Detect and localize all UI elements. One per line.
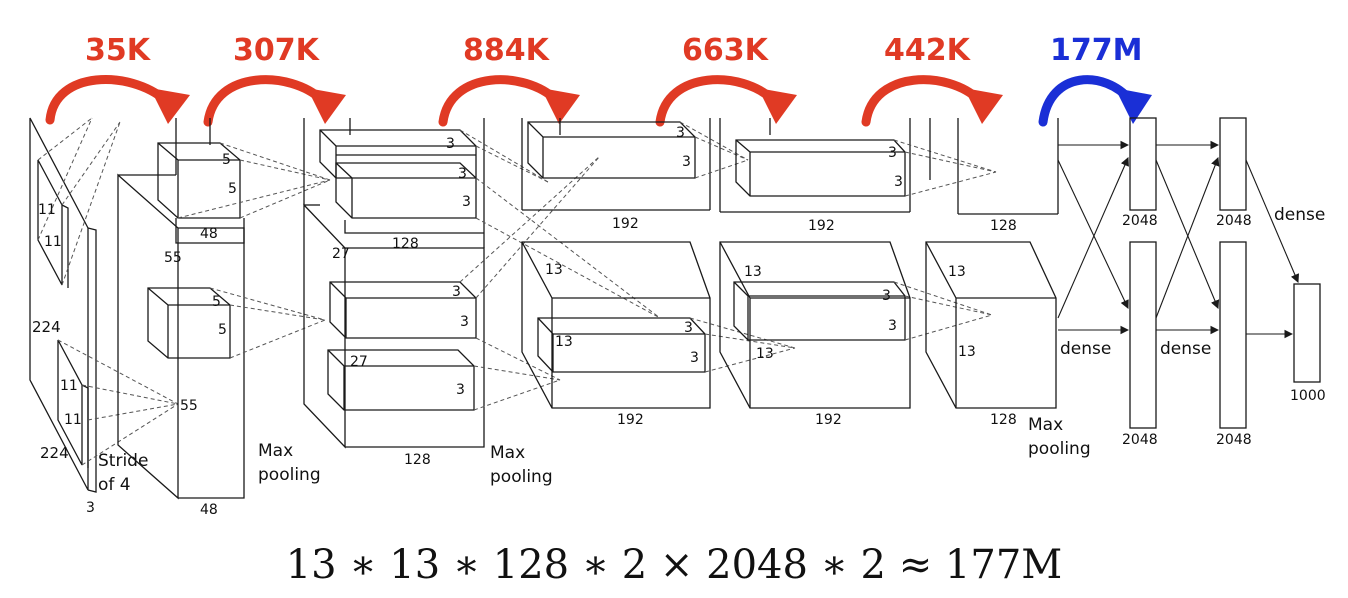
param-formula: 13 ∗ 13 ∗ 128 ∗ 2 × 2048 ∗ 2 ≈ 177M — [286, 542, 1063, 588]
conv1-pool-2: pooling — [258, 465, 321, 485]
conv2-kernel-f: 3 — [456, 382, 465, 398]
conv3-kernel-b: 3 — [682, 154, 691, 170]
output-size: 1000 — [1290, 388, 1326, 404]
input-stride: Stride — [98, 451, 148, 471]
param-arrowhead-1 — [150, 88, 190, 124]
param-arrowhead-6 — [1115, 88, 1152, 124]
param-arrowhead-3 — [541, 88, 580, 124]
conv4-kernel-a: 3 — [888, 145, 897, 161]
conv4-size: 13 — [744, 264, 762, 280]
conv4-connections — [893, 139, 997, 341]
param-arrowhead-4 — [758, 88, 797, 124]
param-arrow-3 — [438, 75, 561, 127]
param-arrowhead-5 — [964, 88, 1003, 124]
conv1-kernel-c: 5 — [212, 294, 221, 310]
fc1-bottom — [1129, 241, 1157, 429]
conv1-kernel-b: 5 — [228, 181, 237, 197]
conv5-size-2: 13 — [958, 344, 976, 360]
fc1-top-size: 2048 — [1122, 213, 1158, 229]
conv4-kernel-d: 3 — [888, 318, 897, 334]
input-kernel-d: 11 — [64, 412, 82, 428]
conv5-layer: 13 13 128 128 Max pooling — [925, 118, 1091, 459]
conv4-kernel-b: 3 — [894, 174, 903, 190]
fc2-top-size: 2048 — [1216, 213, 1252, 229]
conv5-pool: Max — [1028, 415, 1063, 435]
conv5-pool-2: pooling — [1028, 439, 1091, 459]
conv2-size: 27 — [332, 246, 350, 262]
conv4-size-2: 13 — [756, 346, 774, 362]
input-size-w: 224 — [40, 444, 69, 462]
conv2-depth: 128 — [404, 452, 431, 468]
param-count-6: 177M — [1050, 33, 1142, 68]
conv1-kernel-d: 5 — [218, 322, 227, 338]
dense-label-2: dense — [1160, 339, 1211, 359]
param-arrow-5 — [861, 75, 984, 127]
param-count-4: 663K — [682, 33, 770, 68]
conv2-kernel-c: 3 — [462, 194, 471, 210]
input-kernel-b: 11 — [44, 234, 62, 250]
conv5-size: 13 — [948, 264, 966, 280]
input-connections — [37, 117, 179, 466]
conv3-size-2: 13 — [555, 334, 573, 350]
param-count-1: 35K — [85, 33, 152, 68]
conv4-depth: 192 — [815, 412, 842, 428]
conv2-kernel-d: 3 — [452, 284, 461, 300]
dense-label-3: dense — [1274, 205, 1325, 225]
conv3-depth-top: 192 — [612, 216, 639, 232]
param-arrow-1 — [45, 75, 170, 125]
conv5-depth: 128 — [990, 412, 1017, 428]
param-arrow-4 — [655, 75, 778, 127]
param-count-5: 442K — [884, 33, 972, 68]
input-depth: 3 — [86, 500, 95, 516]
conv2-layer: 3 3 3 3 3 3 128 27 27 128 Max pooling — [303, 118, 553, 487]
fc2-bottom-size: 2048 — [1216, 432, 1252, 448]
conv3-size: 13 — [545, 262, 563, 278]
input-kernel-a: 11 — [38, 202, 56, 218]
conv1-layer: 5 5 5 5 48 55 55 48 Max pooling — [117, 118, 321, 518]
conv3-layer: 3 3 3 3 13 13 192 192 — [521, 118, 711, 428]
conv5-depth-top: 128 — [990, 218, 1017, 234]
input-stride-2: of 4 — [98, 475, 131, 495]
conv4-kernel-c: 3 — [882, 288, 891, 304]
conv2-kernel-b: 3 — [458, 166, 467, 182]
param-arrow-6 — [1038, 75, 1135, 127]
conv2-pool-2: pooling — [490, 467, 553, 487]
conv2-pool: Max — [490, 443, 525, 463]
param-arrows: 35K 307K 884K 663K 442K 177M — [45, 33, 1152, 127]
conv4-depth-top: 192 — [808, 218, 835, 234]
conv4-layer: 3 3 3 3 13 13 192 192 — [719, 118, 911, 428]
conv3-depth: 192 — [617, 412, 644, 428]
conv1-connections — [177, 142, 331, 359]
conv2-connections — [459, 129, 661, 411]
conv3-kernel-d: 3 — [690, 350, 699, 366]
conv1-pool: Max — [258, 441, 293, 461]
param-arrowhead-2 — [307, 88, 346, 124]
fc-layers: 2048 2048 2048 2048 1000 dense dense den… — [1057, 117, 1326, 448]
conv3-kernel-a: 3 — [676, 125, 685, 141]
conv2-size-2: 27 — [350, 354, 368, 370]
fc2-bottom — [1219, 241, 1247, 429]
param-arrow-2 — [203, 75, 327, 127]
conv1-kernel-a: 5 — [222, 152, 231, 168]
input-kernel-c: 11 — [60, 378, 78, 394]
conv2-kernel-e: 3 — [460, 314, 469, 330]
fc1-bottom-size: 2048 — [1122, 432, 1158, 448]
param-count-3: 884K — [463, 33, 551, 68]
conv2-kernel-a: 3 — [446, 136, 455, 152]
input-size-h: 224 — [32, 318, 61, 336]
output-layer — [1293, 283, 1321, 383]
conv1-depth: 48 — [200, 502, 218, 518]
param-count-2: 307K — [233, 33, 321, 68]
conv1-size: 55 — [164, 250, 182, 266]
conv2-depth-top: 128 — [392, 236, 419, 252]
conv3-kernel-c: 3 — [684, 320, 693, 336]
dense-label-1: dense — [1060, 339, 1111, 359]
conv1-depth-top: 48 — [200, 226, 218, 242]
fc1-top — [1129, 117, 1157, 211]
conv1-size-2: 55 — [180, 398, 198, 414]
input-layer: 11 11 11 11 224 224 3 Stride of 4 — [29, 117, 148, 516]
fc2-top — [1219, 117, 1247, 211]
